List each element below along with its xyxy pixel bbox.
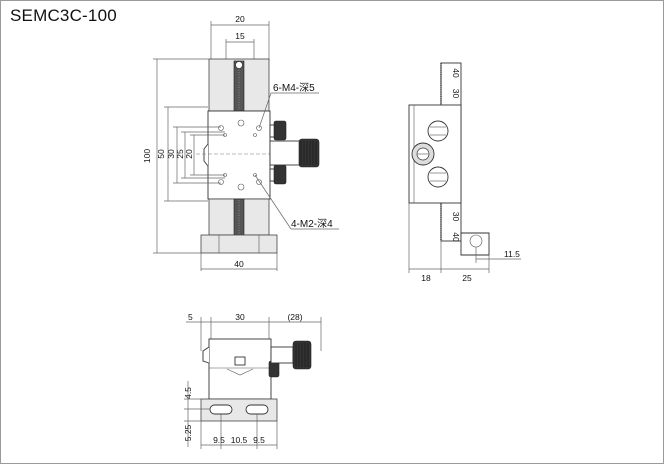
- dim-height-30: 30: [166, 149, 176, 159]
- dim-slot-left: 9.5: [213, 435, 225, 445]
- dim-h-525: 5.25: [183, 424, 193, 441]
- dim-offset: 11.5: [504, 249, 520, 259]
- dim-base-left: 18: [421, 273, 431, 283]
- lock-knob-lower: [273, 164, 287, 185]
- dim-bottom-width: 30: [235, 312, 245, 322]
- scale-label: 30: [451, 212, 461, 222]
- dim-knob-extent: (28): [287, 312, 302, 322]
- dim-top-inner: 15: [235, 31, 245, 41]
- front-base: [200, 234, 278, 254]
- scale-label: 30: [451, 89, 461, 99]
- side-view: 40302010010203040 18 25 11.5: [408, 62, 521, 283]
- dim-height-total: 100: [142, 149, 152, 163]
- dim-height-25: 25: [175, 149, 185, 159]
- slot-right: [245, 404, 269, 415]
- bottom-view: 5 30 (28) 4.5: [183, 312, 322, 449]
- side-knob-upper: [427, 120, 449, 142]
- bottom-body: [208, 338, 272, 400]
- dim-left-offset: 5: [188, 312, 193, 322]
- model-title: SEMC3C-100: [10, 6, 117, 25]
- callout-m2: 4-M2-深4: [291, 218, 333, 230]
- slot-left: [209, 404, 233, 415]
- lock-knob-upper: [273, 120, 287, 141]
- side-knob-lower: [427, 166, 449, 188]
- dim-slot-right: 9.5: [253, 435, 265, 445]
- front-view: 20 15: [142, 14, 339, 271]
- dim-height-20: 20: [184, 149, 194, 159]
- side-foot: [460, 232, 490, 256]
- dim-top-outer: 20: [235, 14, 245, 24]
- dim-slot-mid: 10.5: [231, 435, 248, 445]
- scale-label: 40: [451, 232, 461, 242]
- callout-m4: 6-M4-深5: [273, 82, 315, 94]
- scale-label: 40: [451, 68, 461, 78]
- carriage-plate: [207, 110, 271, 200]
- dim-height-50: 50: [156, 149, 166, 159]
- dim-width-bottom: 40: [234, 259, 244, 269]
- dim-base-right: 25: [462, 273, 472, 283]
- dim-h-45: 4.5: [183, 387, 193, 399]
- bottom-base: [200, 398, 278, 422]
